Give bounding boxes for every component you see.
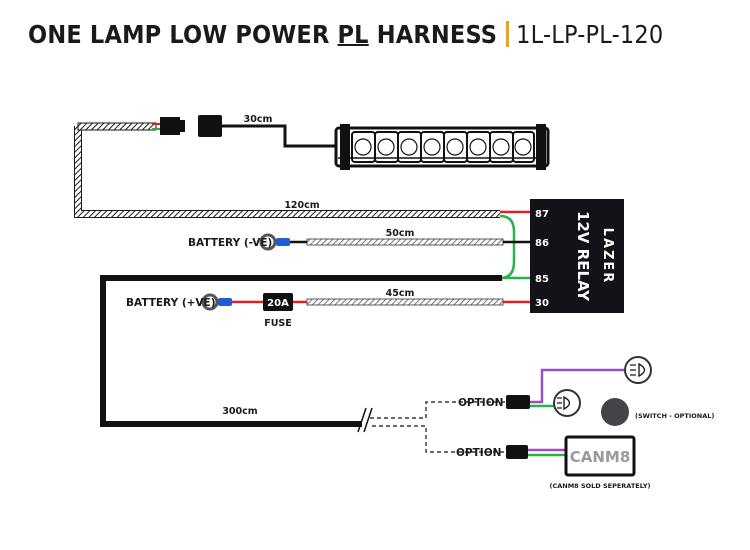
fuse-label: FUSE [264, 318, 292, 329]
main-lead-length: 120cm [284, 200, 319, 211]
title-pl: PL [337, 19, 369, 49]
light-bar-icon [334, 124, 550, 170]
part-code: 1L-LP-PL-120 [516, 19, 664, 49]
switch-button-icon [601, 398, 629, 426]
canm8-label: CANM8 [570, 448, 631, 466]
canm8-module-icon [564, 435, 636, 477]
indicator-light-icon [553, 389, 581, 417]
option2-connector [506, 445, 566, 459]
connector-socket-icon [198, 115, 222, 137]
lamp-lead [74, 115, 500, 218]
battery-negative-length: 50cm [386, 228, 415, 239]
battery-positive-terminal [201, 293, 307, 311]
option-dashed-lines [370, 401, 506, 453]
relay-brand: LAZER [600, 228, 615, 285]
battery-positive-length: 45cm [386, 288, 415, 299]
fuse-icon [263, 293, 293, 311]
option1-connector [506, 368, 624, 409]
battery-negative-label: BATTERY (-VE) [188, 237, 272, 249]
battery-negative-terminal [259, 233, 307, 251]
lamp-lead-length: 30cm [244, 114, 273, 125]
relay-icon [530, 199, 624, 313]
connector-plug-icon [160, 117, 185, 135]
switch-note: (SWITCH - OPTIONAL) [635, 412, 714, 420]
relay-wiring [100, 210, 530, 427]
cable-break-icon [357, 407, 373, 433]
title-main: ONE LAMP LOW POWER [28, 19, 330, 49]
headlight-indicator-icon [624, 356, 652, 384]
option1-label: OPTION 1 [458, 397, 514, 409]
relay-label: 12V RELAY [574, 211, 592, 302]
canm8-note: (CANM8 SOLD SEPERATELY) [549, 482, 650, 490]
relay-pin-30: 30 [535, 298, 549, 309]
switch-lead-length: 300cm [222, 406, 257, 417]
relay-pin-86: 86 [535, 238, 549, 249]
option2-label: OPTION 2 [456, 447, 512, 459]
title-separator [506, 21, 510, 47]
relay-pin-87: 87 [535, 209, 549, 220]
diagram-title: ONE LAMP LOW POWER PL HARNESS 1L-LP-PL-1… [28, 14, 663, 54]
battery-positive-label: BATTERY (+VE) [126, 297, 216, 309]
fuse-rating: 20A [267, 298, 289, 309]
relay-pin-85: 85 [535, 274, 549, 285]
title-harness: HARNESS [376, 19, 498, 49]
